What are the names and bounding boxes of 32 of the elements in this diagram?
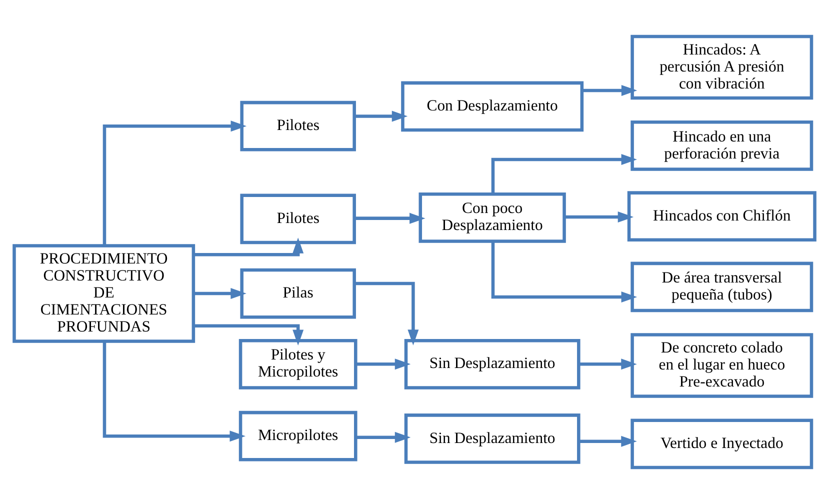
- arrow: [582, 84, 637, 96]
- node-box: PROCEDIMIENTO CONSTRUCTIVO DE CIMENTACIONES PROFUNDAS: [12, 244, 195, 342]
- node-box: Sin Desplazamiento: [404, 413, 580, 464]
- arrow: [578, 358, 636, 370]
- node-box: Con Desplazamiento: [400, 80, 584, 132]
- node-box: Micropilotes: [238, 410, 357, 461]
- arrow: [102, 340, 245, 442]
- arrow: [578, 435, 636, 446]
- arrow: [193, 324, 304, 346]
- arrow: [490, 240, 637, 302]
- arrow: [354, 212, 425, 224]
- node-box: Pilotes y Micropilotes: [238, 338, 357, 389]
- arrow: [102, 120, 246, 246]
- arrow: [354, 110, 408, 122]
- node-box: Sin Desplazamiento: [404, 338, 580, 389]
- node-box: De área transversal pequeña (tubos): [630, 261, 813, 312]
- arrow: [193, 288, 246, 299]
- arrow: [355, 431, 410, 442]
- arrow: [355, 358, 410, 370]
- node-box: Vertido e Inyectado: [630, 418, 813, 469]
- node-box: Pilotes: [240, 100, 356, 151]
- arrow: [564, 211, 634, 222]
- node-box: Hincados: A percusión A presión con vibración: [630, 34, 813, 100]
- node-box: Pilas: [240, 268, 356, 318]
- node-box: Pilotes: [240, 193, 356, 244]
- arrow: [193, 237, 304, 256]
- arrow: [354, 281, 418, 345]
- node-box: Con poco Desplazamiento: [418, 192, 566, 242]
- arrow: [490, 153, 637, 194]
- node-box: Hincados con Chiflón: [626, 190, 816, 242]
- node-box: De concreto colado en el lugar en hueco Pre-excavado: [630, 332, 813, 398]
- node-box: Hincado en una perforación previa: [630, 120, 813, 170]
